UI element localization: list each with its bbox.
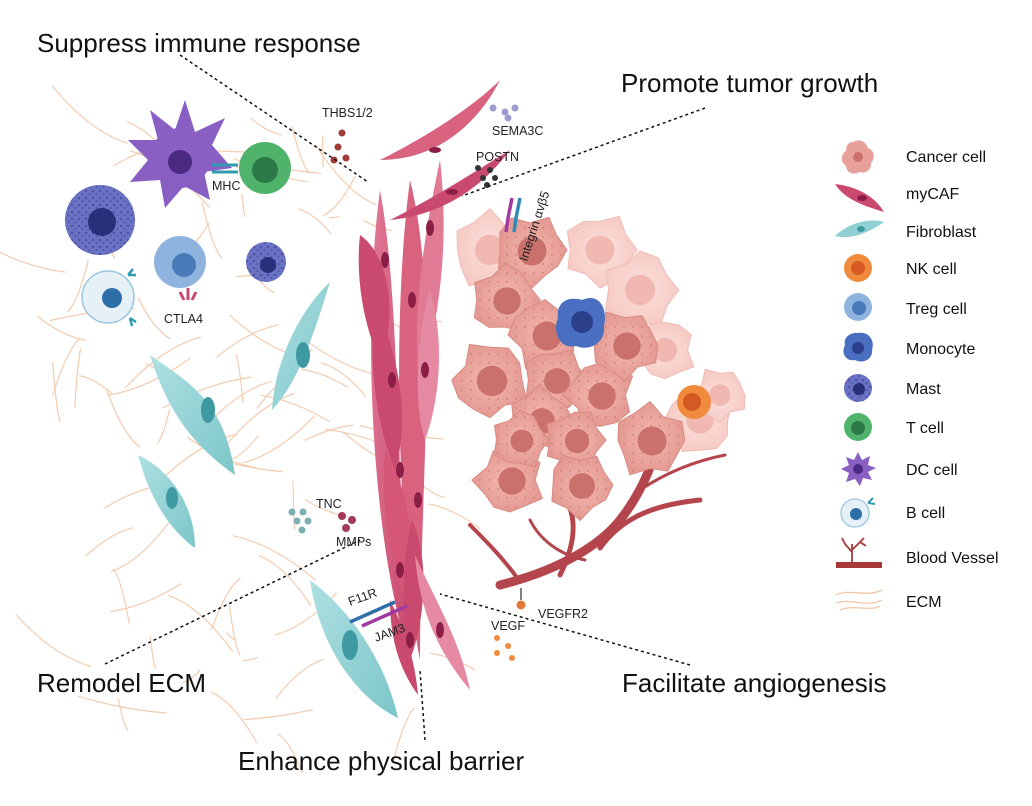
- thbs-particles: [330, 129, 350, 164]
- legend-label-mast-cell: Mast: [906, 381, 941, 398]
- label-remodel-ecm: Remodel ECM: [37, 668, 206, 698]
- mast-cell-small: [246, 242, 286, 282]
- nk-cell-icon: [844, 254, 872, 282]
- cancer-cells: [451, 216, 686, 522]
- tnc-particles: [288, 508, 312, 534]
- label-f11r: F11R: [346, 586, 379, 609]
- b-cell: [81, 268, 137, 327]
- legend-label-treg-cell: Treg cell: [906, 301, 967, 318]
- cancer-cell-icon: [841, 140, 874, 174]
- label-vegf: VEGF: [491, 619, 525, 633]
- dc-cell-icon: [841, 452, 876, 486]
- leader-lines: [104, 54, 706, 741]
- monocyte-cell: [556, 298, 606, 348]
- t-cell: [239, 142, 291, 194]
- treg-cell: [154, 236, 206, 301]
- fibroblast-cells: [138, 282, 398, 718]
- label-enhance-barrier: Enhance physical barrier: [238, 746, 524, 776]
- label-ctla4: CTLA4: [164, 312, 203, 326]
- label-mmps: MMPs: [336, 535, 371, 549]
- label-sema3c: SEMA3C: [492, 124, 543, 138]
- label-postn: POSTN: [476, 150, 519, 164]
- label-mhc: MHC: [212, 179, 240, 193]
- b-cell-icon: [840, 497, 876, 528]
- f11r-jam3-receptor: [349, 600, 408, 628]
- nk-cell: [677, 385, 711, 419]
- legend-label-cancer-cell: Cancer cell: [906, 149, 986, 166]
- legend-label-dc-cell: DC cell: [906, 462, 958, 479]
- postn-particles: [475, 165, 498, 188]
- ecm-fibers: [0, 85, 481, 774]
- legend-label-mycaf: myCAF: [906, 186, 960, 203]
- label-thbs: THBS1/2: [322, 106, 373, 120]
- monocyte-icon: [843, 332, 873, 362]
- vegfr2-receptor: [516, 588, 526, 610]
- mhc-receptor: [212, 163, 238, 174]
- integrin-receptor: [504, 197, 522, 233]
- ecm-icon: [835, 589, 883, 611]
- blood-vessel-icon: [836, 537, 882, 568]
- dc-cell: [128, 100, 232, 208]
- mycaf-bundle: [358, 80, 510, 695]
- legend-label-fibroblast: Fibroblast: [906, 224, 977, 241]
- legend-label-t-cell: T cell: [906, 420, 944, 437]
- mmps-particles: [338, 512, 356, 532]
- mast-cell-icon: [844, 374, 872, 402]
- legend-label-b-cell: B cell: [906, 505, 945, 522]
- treg-cell-icon: [844, 293, 872, 321]
- legend-label-blood-vessel: Blood Vessel: [906, 550, 999, 567]
- mycaf-icon: [835, 184, 884, 212]
- label-promote-tumor: Promote tumor growth: [621, 68, 878, 98]
- legend-label-monocyte: Monocyte: [906, 341, 975, 358]
- label-tnc: TNC: [316, 497, 342, 511]
- label-vegfr2: VEGFR2: [538, 607, 588, 621]
- sema3c-particles: [489, 104, 519, 122]
- mast-cell-large: [65, 185, 135, 255]
- legend-label-ecm: ECM: [906, 594, 942, 611]
- t-cell-icon: [844, 413, 872, 441]
- vegf-particles: [494, 635, 515, 661]
- label-facilitate-angiogenesis: Facilitate angiogenesis: [622, 668, 887, 698]
- fibroblast-icon: [835, 220, 884, 238]
- label-suppress-immune: Suppress immune response: [37, 28, 361, 58]
- legend-label-nk-cell: NK cell: [906, 261, 957, 278]
